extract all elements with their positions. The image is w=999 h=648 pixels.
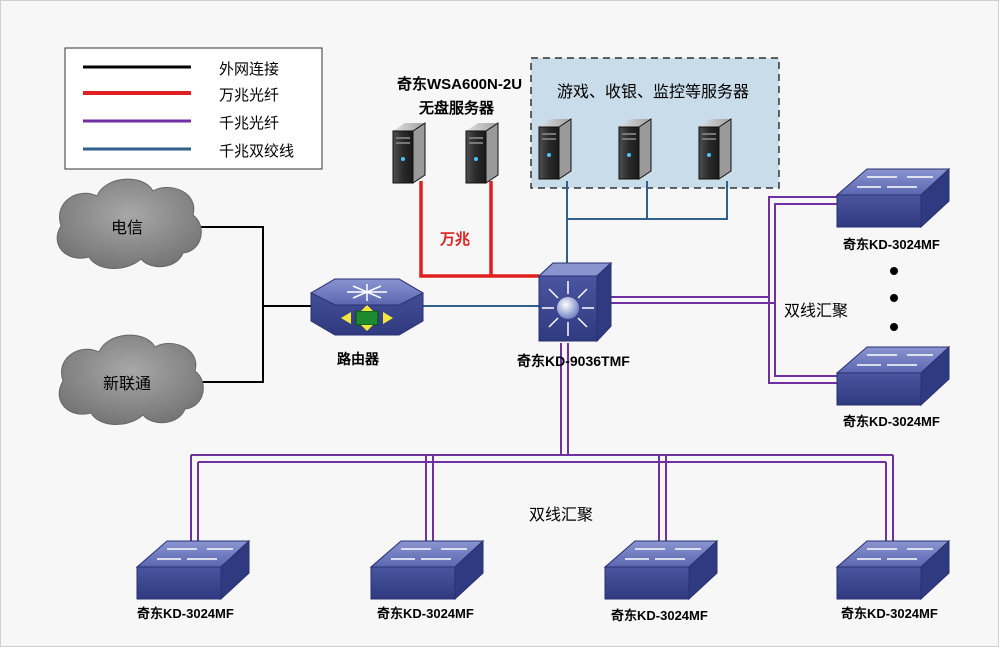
diskless-title-line2: 无盘服务器 — [419, 100, 495, 117]
legend-box — [64, 47, 323, 170]
legend-label-ten-gig: 万兆光纤 — [219, 87, 280, 104]
legend-label-gig-copper: 千兆双绞线 — [219, 143, 295, 160]
cloud-telecom — [56, 178, 202, 270]
access-switch-bottom-3 — [603, 539, 719, 601]
access-switch-label-right-bottom: 奇东KD-3024MF — [843, 414, 940, 429]
access-switch-right-bottom — [835, 345, 951, 407]
legend-label-gig-fiber: 千兆光纤 — [219, 115, 280, 132]
server-tower-4 — [618, 118, 652, 180]
access-switch-label-bottom-1: 奇东KD-3024MF — [137, 606, 234, 621]
server-tower-5 — [698, 118, 732, 180]
cloud-unicom — [58, 334, 204, 426]
bottom-aggregation-links — [190, 343, 894, 546]
diskless-title-line1: 奇东WSA600N-2U — [397, 76, 523, 93]
access-switch-right-top — [835, 167, 951, 229]
server-group-panel — [530, 57, 780, 189]
access-switch-label-bottom-4: 奇东KD-3024MF — [841, 606, 938, 621]
server-tower-2 — [465, 122, 499, 184]
core-switch-device — [537, 261, 613, 343]
access-switch-label-right-top: 奇东KD-3024MF — [843, 237, 940, 252]
right-aggregation-links — [607, 196, 846, 384]
core-switch-label: 奇东KD-9036TMF — [517, 353, 630, 369]
server-group-links — [566, 181, 728, 266]
external-links — [191, 226, 311, 383]
aggregation-label-right: 双线汇聚 — [784, 303, 849, 320]
access-switch-label-bottom-3: 奇东KD-3024MF — [611, 608, 708, 623]
cloud-label-unicom: 新联通 — [103, 376, 152, 393]
aggregation-label-bottom: 双线汇聚 — [529, 507, 594, 524]
ten-gig-links — [419, 181, 539, 278]
ten-gig-label: 万兆 — [440, 231, 471, 248]
more-switches-dots — [890, 267, 898, 331]
cloud-label-telecom: 电信 — [111, 220, 144, 237]
access-switch-label-bottom-2: 奇东KD-3024MF — [377, 606, 474, 621]
access-switch-bottom-2 — [369, 539, 485, 601]
legend-label-external: 外网连接 — [219, 61, 280, 78]
server-group-title: 游戏、收银、监控等服务器 — [557, 84, 750, 101]
access-switch-bottom-1 — [135, 539, 251, 601]
server-tower-3 — [538, 118, 572, 180]
server-tower-1 — [392, 122, 426, 184]
router-device — [309, 278, 425, 336]
access-switch-bottom-4 — [835, 539, 951, 601]
router-label: 路由器 — [337, 351, 379, 367]
